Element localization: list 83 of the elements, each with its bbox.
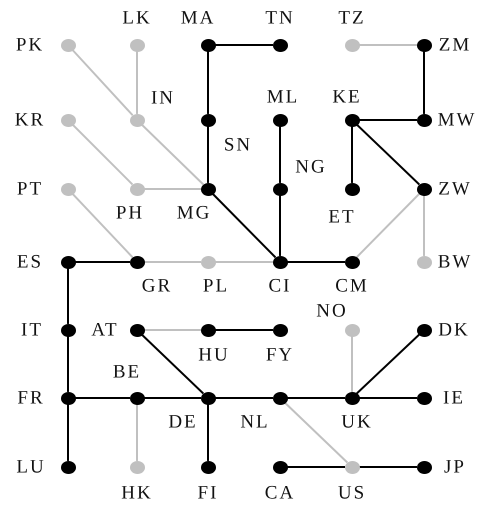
station-label: PH <box>116 204 144 222</box>
station-label: IN <box>150 88 176 108</box>
station-label: AT <box>91 320 119 340</box>
station-label: IT <box>21 320 43 340</box>
station-label: FR <box>17 388 45 408</box>
station-label: BE <box>112 362 142 382</box>
connector-line <box>356 334 420 394</box>
connector-line <box>144 188 201 190</box>
connector-line <box>356 192 420 258</box>
station-label: TZ <box>338 8 366 28</box>
connector-line <box>351 336 353 392</box>
station-label: ET <box>328 208 356 226</box>
station-label: BW <box>438 252 472 272</box>
station-label: UK <box>341 412 373 432</box>
station-label: JP <box>444 458 466 476</box>
station-label: DE <box>168 412 198 432</box>
connector-line <box>144 329 201 331</box>
station-label: TN <box>265 8 295 28</box>
connector-line <box>136 51 138 114</box>
connector-line <box>287 397 345 399</box>
station-label: SN <box>224 136 252 154</box>
station-label: LU <box>16 458 46 476</box>
station-label: ES <box>16 252 44 272</box>
connector-line <box>75 397 130 399</box>
station-label: HK <box>121 484 153 502</box>
station-label: GR <box>142 276 172 296</box>
connector-line <box>212 192 276 258</box>
connector-line <box>207 126 209 183</box>
station-label: LK <box>122 8 152 28</box>
station-label: KR <box>14 110 46 130</box>
connector-line <box>72 49 134 116</box>
station-label: ML <box>266 88 300 106</box>
connector-line <box>215 329 273 331</box>
station-label: FI <box>198 484 218 502</box>
connector-line <box>351 126 353 183</box>
connector-line <box>359 119 417 121</box>
station-label: HU <box>198 346 230 364</box>
connector-line <box>144 397 201 399</box>
station-label: CA <box>264 484 296 502</box>
connector-line <box>67 404 69 461</box>
connector-line <box>215 261 273 263</box>
connector-line <box>207 404 209 461</box>
station-label: CM <box>335 276 369 296</box>
connector-line <box>287 261 345 263</box>
station-label: US <box>338 484 366 502</box>
station-label: KE <box>332 88 362 106</box>
connector-line <box>423 51 425 114</box>
station-label: ZM <box>438 36 472 54</box>
connector-line <box>207 51 209 114</box>
connector-line <box>287 466 345 468</box>
station-label: PL <box>202 276 230 296</box>
station-label: NG <box>295 158 327 176</box>
station-label: MW <box>438 110 476 130</box>
station-label: IE <box>443 388 465 408</box>
station-label: PK <box>16 36 44 54</box>
station-label: MG <box>176 204 212 222</box>
connector-line <box>140 124 204 186</box>
connector-line <box>72 193 134 258</box>
connector-line <box>359 44 417 46</box>
connector-line <box>423 195 425 256</box>
station-label: CI <box>268 276 292 296</box>
connector-line <box>284 402 348 464</box>
connector-line <box>359 397 417 399</box>
connector-line <box>279 126 281 183</box>
connector-line <box>215 397 273 399</box>
connector-line <box>144 261 201 263</box>
connector-line <box>359 466 417 468</box>
station-label: ZW <box>438 180 472 198</box>
station-label: NO <box>316 302 348 320</box>
connector-line <box>67 268 69 324</box>
connector-line <box>72 124 134 186</box>
station-label: MA <box>180 8 216 28</box>
station-label: FY <box>266 346 294 364</box>
connector-line <box>67 336 69 392</box>
connector-line <box>141 334 204 394</box>
connector-line <box>279 195 281 256</box>
station-label: DK <box>438 320 470 340</box>
connector-line <box>136 404 138 461</box>
connector-line <box>215 44 273 46</box>
station-label: NL <box>240 412 270 432</box>
station-label: PT <box>16 180 44 198</box>
connector-line <box>75 261 130 263</box>
connector-line <box>356 124 420 186</box>
